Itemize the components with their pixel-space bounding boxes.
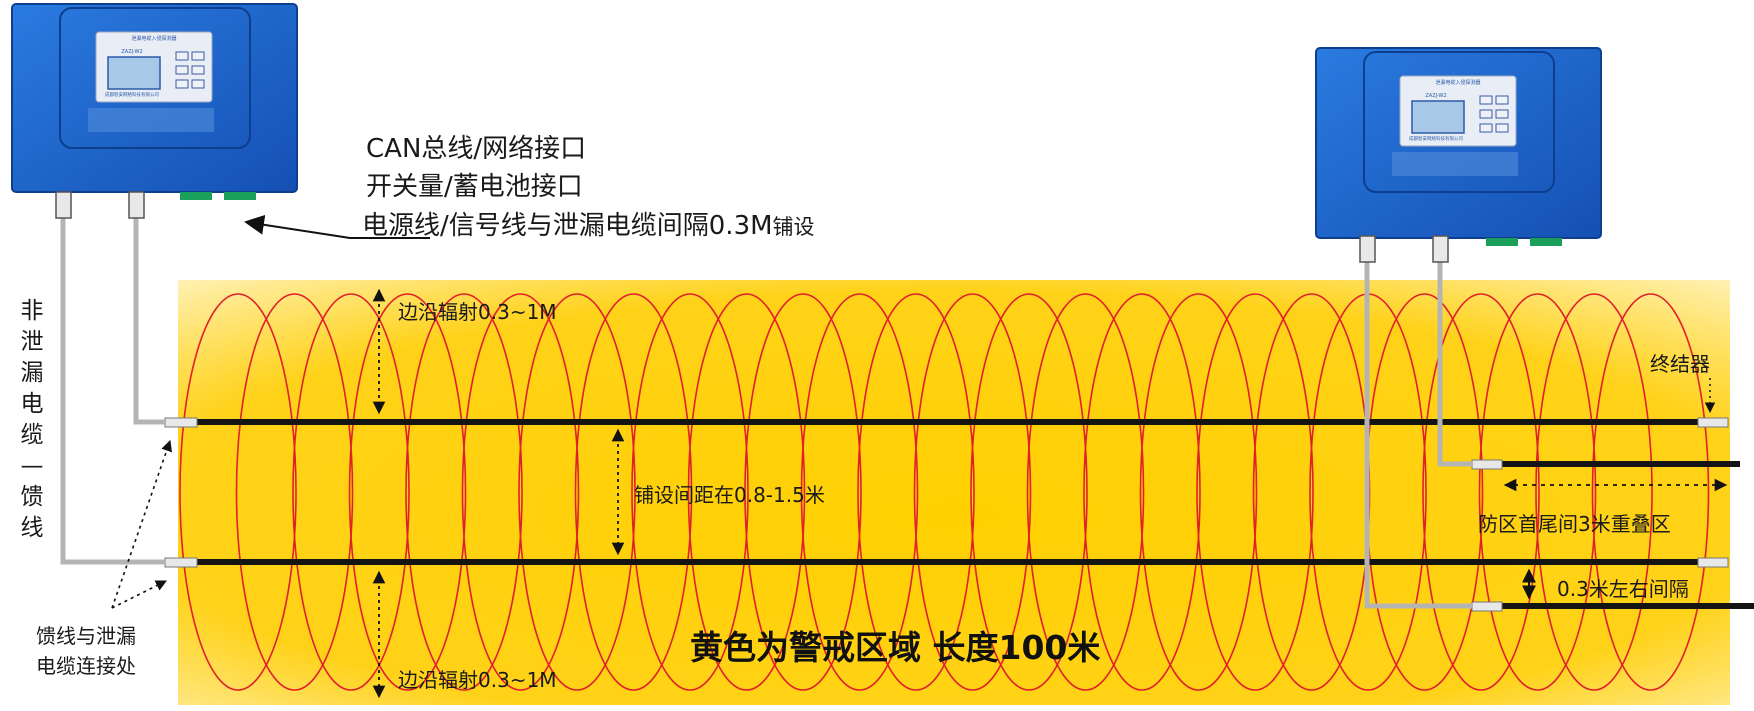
connector-next-bottom [1471,601,1503,612]
overlap-label: 防区首尾间3米重叠区 [1478,512,1671,536]
radiation-field-ellipse [1026,293,1145,691]
radiation-field-ellipse [1422,293,1540,691]
detector-device-right: 泄漏电缆入侵探测器 ZAZJ-W2 成都智安网络科技有限公司 [1315,47,1602,263]
interface-label-power: 电源线/信号线与泄漏电缆间隔0.3M铺设 [362,205,815,242]
feeder-char: 馈 [20,484,44,510]
feeder-char: 缆 [20,422,44,448]
feeder-char: 漏 [20,360,44,386]
interface-label-power-main: 电源线/信号线与泄漏电缆间隔0.3M [362,211,773,241]
interface-label-can: CAN总线/网络接口 [366,134,587,164]
radiation-field-ellipse [1139,293,1258,691]
radiation-field-ellipse [574,293,693,691]
device-right-company: 成都智安网络科技有限公司 [1409,135,1463,142]
radiation-field-ellipse [461,293,580,691]
feeder-line-left-outer [60,218,166,565]
radiation-field-ellipse [1591,293,1710,691]
radiation-field-ellipse [1196,293,1314,691]
connector-next-top [1471,459,1503,470]
radiation-field-ellipse [348,293,467,691]
detector-device-left: 泄漏电缆入侵探测器 ZAZJ-W2 成都智安网络科技有限公司 [11,3,298,219]
edge-radiation-top-label: 边沿辐射0.3~1M [398,300,557,324]
radiation-field-ellipse [518,293,636,691]
feeder-char: 线 [20,515,44,541]
feeder-char: — [20,453,44,479]
feeder-line-left-inner [133,218,166,425]
radiation-field-ellipse [970,293,1088,691]
feeder-char: 电 [20,391,44,417]
terminator-label: 终结器 [1650,352,1710,376]
connector-top-left [164,417,198,428]
feeder-char: 泄 [20,329,44,355]
radiation-field-ellipse [631,293,749,691]
feeder-line-right-outer [1364,258,1473,609]
interface-pointer-arrow [244,214,430,239]
radiation-field-ellipse [744,293,862,691]
terminator-bottom [1697,557,1729,568]
radiation-field-ellipse [687,293,806,691]
radiation-field-ellipse [800,293,919,691]
device-right-model: ZAZJ-W2 [1425,93,1446,99]
connection-label-line2: 电缆连接处 [36,654,136,678]
spacing-label: 铺设间距在0.8-1.5米 [634,483,825,507]
radiation-field-ellipse [1083,293,1201,691]
radiation-field-ellipse [179,293,297,691]
device-left-header: 泄漏电缆入侵探测器 [131,35,176,42]
connection-pointer-top [111,439,172,609]
edge-radiation-bottom-label: 边沿辐射0.3~1M [398,668,557,692]
radiation-field-ellipse [405,293,523,691]
interface-label-power-suffix: 铺设 [772,215,815,239]
radiation-field-ellipse [913,293,1032,691]
feeder-line-right-inner [1437,258,1473,467]
connector-bottom-left [164,557,198,568]
radiation-field-ellipse [857,293,975,691]
radiation-field-ellipse [235,293,354,691]
interface-label-switch: 开关量/蓄电池接口 [366,172,583,202]
device-right-header: 泄漏电缆入侵探测器 [1435,79,1480,86]
radiation-field-ellipse [292,293,410,691]
device-left-model: ZAZJ-W2 [121,49,142,55]
terminator-top [1697,417,1729,428]
connection-label-line1: 馈线与泄漏 [36,624,136,648]
warning-zone-label: 黄色为警戒区域 长度100米 [690,628,1101,667]
radiation-field-ellipse [1535,293,1653,691]
connection-pointer-bottom [111,580,168,609]
radiation-field-ellipse [1478,293,1597,691]
gap-label: 0.3米左右间隔 [1557,577,1689,601]
warning-zone [178,280,1730,705]
feeder-char: 非 [20,298,44,324]
non-leaky-feeder-label: 非 泄 漏 电 缆 — 馈 线 [18,296,46,544]
device-left-company: 成都智安网络科技有限公司 [105,91,159,98]
